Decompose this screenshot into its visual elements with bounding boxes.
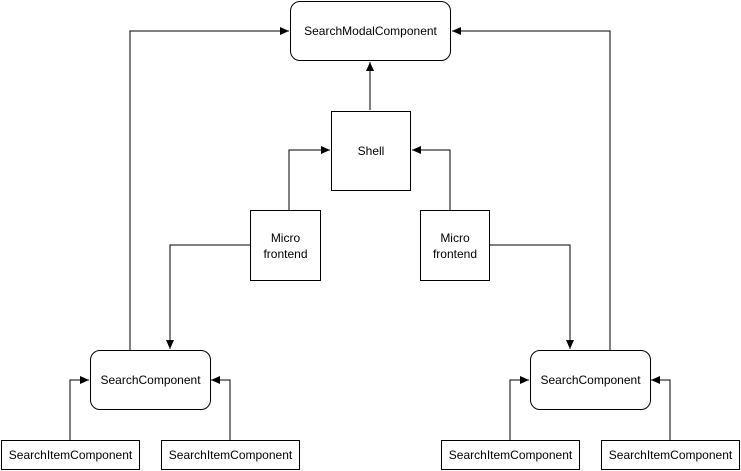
search-item-component-left-1-node: SearchItemComponent: [1, 440, 140, 470]
edge-mf-left-to-shell: [288, 146, 330, 210]
node-label: Micro frontend: [432, 230, 478, 261]
edge-mf-left-to-search-left: [166, 244, 250, 349]
node-label: SearchItemComponent: [168, 448, 293, 462]
search-component-right-node: SearchComponent: [530, 350, 651, 410]
node-label: SearchComponent: [100, 373, 201, 387]
search-component-left-node: SearchComponent: [90, 350, 211, 410]
edge-item-left-1-to-search-left: [69, 376, 89, 440]
node-label: SearchItemComponent: [608, 448, 733, 462]
edge-mf-right-to-shell: [412, 146, 451, 210]
node-label: SearchItemComponent: [8, 448, 133, 462]
node-label: SearchComponent: [540, 373, 641, 387]
node-label: Shell: [357, 144, 385, 158]
edge-search-left-to-search-modal: [129, 27, 289, 350]
search-item-component-left-2-node: SearchItemComponent: [161, 440, 300, 470]
node-label: SearchItemComponent: [448, 448, 573, 462]
edge-item-right-2-to-search-right: [651, 376, 671, 440]
search-item-component-right-2-node: SearchItemComponent: [601, 440, 740, 470]
edge-mf-right-to-search-right: [490, 244, 574, 349]
edge-search-right-to-search-modal: [452, 27, 611, 350]
micro-frontend-right-node: Micro frontend: [420, 210, 490, 281]
edge-item-left-2-to-search-left: [211, 376, 231, 440]
search-modal-component-node: SearchModalComponent: [290, 1, 451, 61]
shell-node: Shell: [331, 111, 411, 191]
micro-frontend-left-node: Micro frontend: [250, 210, 321, 281]
edge-item-right-1-to-search-right: [509, 376, 529, 440]
node-label: SearchModalComponent: [304, 24, 437, 38]
node-label: Micro frontend: [263, 230, 308, 261]
search-item-component-right-1-node: SearchItemComponent: [441, 440, 580, 470]
